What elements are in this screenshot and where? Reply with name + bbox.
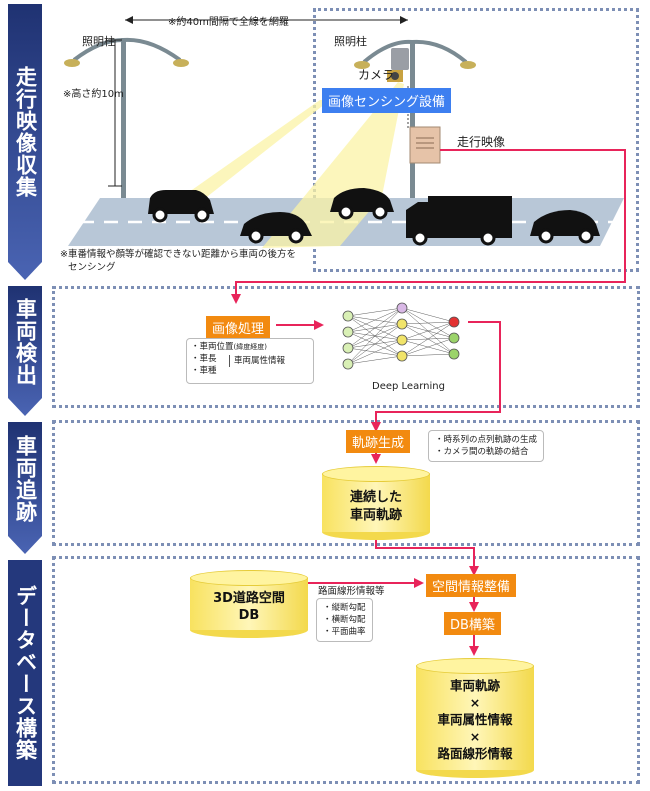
trajectory-generation-label: 軌跡生成 [346, 430, 411, 453]
tracking-notes: ・時系列の点列軌跡の生成 ・カメラ間の軌跡の結合 [428, 430, 545, 462]
car-icon [330, 188, 394, 220]
tracking-note: ・時系列の点列軌跡の生成 [435, 435, 538, 445]
stage-arrow-detection [8, 286, 42, 416]
sensing-equipment-label: 画像センシング設備 [322, 88, 452, 113]
sensing-note-line1: ※車番情報や顔等が確認できない距離から車両の後方を [60, 249, 296, 260]
attr-item: ・車両位置(緯度経度) [191, 342, 267, 352]
span-label: ※約40m間隔で全線を網羅 [168, 17, 289, 28]
final-db-cylinder: 車両軌跡 × 車両属性情報 × 路面線形情報 [416, 658, 534, 778]
attr-item: ・車種 [191, 366, 217, 376]
tracking-box [52, 420, 640, 546]
final-db-line: 路面線形情報 [437, 745, 513, 761]
left-pole [121, 38, 126, 198]
camera-zone-box [313, 8, 639, 272]
final-db-line: × [469, 694, 481, 710]
video-label: 走行映像 [457, 135, 506, 149]
car-icon [240, 212, 312, 244]
flow-line-dl [375, 321, 501, 428]
stage-label-collection: 走行映像収集 [13, 66, 38, 198]
road-scene [64, 16, 624, 248]
attribute-list: ・車両位置(緯度経度) ・車長 ・車種 車両属性情報 [186, 338, 314, 384]
road-item: ・平面曲率 [323, 627, 366, 637]
flow-line-video [235, 149, 626, 300]
camera-icon [387, 48, 409, 82]
road-items-list: ・縦断勾配 ・横断勾配 ・平面曲率 [316, 598, 373, 642]
road-item: ・横断勾配 [323, 615, 366, 625]
right-pole [410, 40, 415, 198]
pole-right-label: 照明柱 [334, 35, 367, 48]
database-box [52, 556, 640, 784]
trajectory-db-line1: 連続した [349, 490, 402, 505]
deep-learning-label: Deep Learning [372, 381, 445, 392]
road-space-db-cylinder: 3D道路空間 DB [190, 570, 308, 638]
sensing-note-line2: センシング [68, 262, 116, 273]
camera-label: カメラ [358, 68, 395, 82]
road-db-line2: DB [238, 608, 260, 623]
pole-left-label: 照明柱 [82, 35, 115, 48]
final-db-line: 車両軌跡 [449, 677, 500, 693]
road-db-line1: 3D道路空間 [213, 591, 285, 606]
stage-label-tracking: 車両追跡 [13, 435, 38, 523]
road-item: ・縦断勾配 [323, 603, 366, 613]
spatial-info-label: 空間情報整備 [426, 574, 517, 597]
flow-line-trajectory [375, 538, 475, 572]
attr-group-label: 車両属性情報 [229, 355, 285, 367]
image-processing-label: 画像処理 [206, 316, 271, 339]
car-icon [148, 190, 214, 223]
truck-icon [406, 196, 512, 246]
height-label: ※高さ約10m [63, 89, 124, 100]
db-build-label: DB構築 [444, 612, 501, 635]
trajectory-db-line2: 車両軌跡 [349, 508, 402, 523]
tracking-note: ・カメラ間の軌跡の結合 [435, 447, 529, 457]
attr-item: ・車長 [191, 354, 217, 364]
road-info-label: 路面線形情報等 [318, 586, 385, 597]
final-db-line: × [469, 728, 481, 744]
sensing-unit [409, 126, 441, 164]
stage-arrow-collection [8, 4, 42, 280]
neural-network-icon [342, 302, 460, 370]
stage-arrow-database [8, 560, 42, 786]
car-icon [530, 210, 600, 244]
stage-label-database: データベース構築 [13, 585, 38, 761]
detection-box [52, 286, 640, 408]
final-db-line: 車両属性情報 [437, 711, 513, 727]
stage-arrow-tracking [8, 422, 42, 554]
stage-label-detection: 車両検出 [13, 298, 38, 386]
trajectory-db-cylinder: 連続した 車両軌跡 [322, 466, 430, 540]
camera-view-cone-left [152, 100, 330, 218]
stage-arrows [8, 4, 42, 786]
